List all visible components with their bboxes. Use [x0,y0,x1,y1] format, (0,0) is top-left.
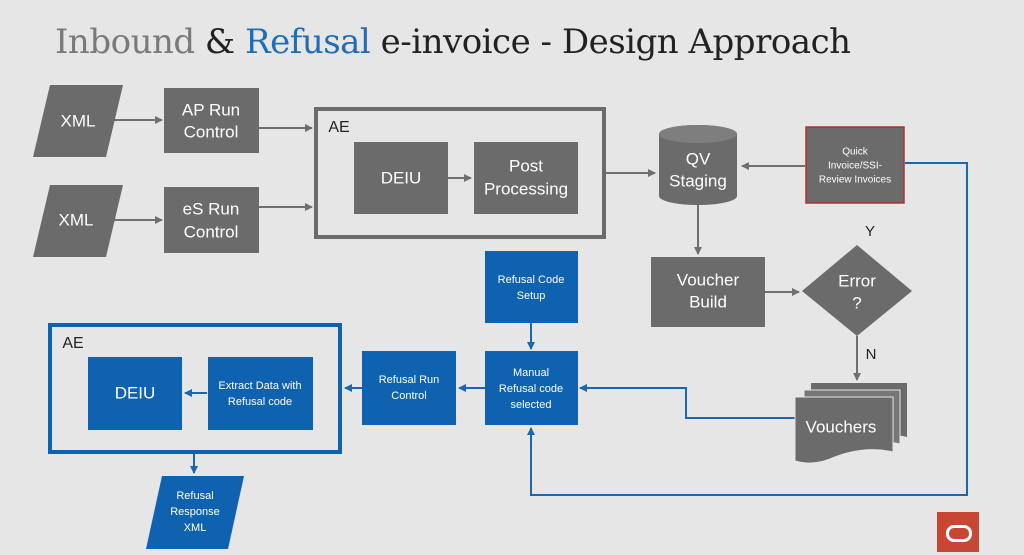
deiu-bottom-box [88,357,182,430]
arrow-vouchers-manual [579,384,795,419]
arrow-quick-loop [527,162,968,496]
ae-bottom-label: AE [62,335,83,352]
refusal-response-xml: Refusal Response XML [146,476,244,549]
post-processing-line1: Post [509,156,543,175]
ae-container-top: AE DEIU Post Processing [314,107,606,239]
extract-data-line2: Refusal code [228,396,292,408]
vouchers-label: Vouchers [806,417,877,436]
ap-run-control-line2: Control [184,122,239,141]
es-run-control: eS Run Control [164,187,259,253]
manual-refusal-line3: selected [511,399,552,411]
refusal-response-line1: Refusal [176,490,213,502]
page-title: Inbound & Refusal e-invoice - Design App… [55,22,851,62]
title-rest: e-invoice - Design Approach [370,22,851,62]
qv-staging-database: QV Staging [659,125,737,205]
manual-refusal-box: Manual Refusal code selected [485,351,578,425]
refusal-run-control-line1: Refusal Run [379,374,440,386]
refusal-code-setup-line1: Refusal Code [498,274,565,286]
qv-staging-line2: Staging [669,171,727,190]
ap-run-control-line1: AP Run [182,100,240,119]
voucher-build-line1: Voucher [677,270,740,289]
refusal-code-setup-line2: Setup [517,290,546,302]
quick-invoice-line1: Quick [842,147,869,158]
manual-refusal-line2: Refusal code [499,383,563,395]
decision-yes-label: Y [865,223,875,240]
xml-input-1-label: XML [61,111,96,130]
quick-invoice-line2: Invoice/SSI- [828,161,882,172]
decision-no-label: N [866,346,877,363]
refusal-run-control-line2: Control [391,390,426,402]
refusal-response-line2: Response [170,506,220,518]
extract-data-box [208,357,313,430]
error-decision: Error ? [802,245,912,336]
es-run-control-line2: Control [184,222,239,241]
quick-invoice-box: Quick Invoice/SSI- Review Invoices [805,126,905,204]
refusal-response-line3: XML [184,522,207,534]
qv-staging-line1: QV [686,149,711,168]
ae-container-bottom: AE DEIU Extract Data with Refusal code [48,323,342,454]
refusal-code-setup-box: Refusal Code Setup [485,251,578,323]
extract-data-line1: Extract Data with [218,380,301,392]
title-amp: & [194,22,246,62]
refusal-run-control-box: Refusal Run Control [362,351,456,425]
xml-input-2-label: XML [59,210,94,229]
manual-refusal-line1: Manual [513,367,549,379]
title-inbound: Inbound [55,22,195,62]
voucher-build-line2: Build [689,292,727,311]
ap-run-control: AP Run Control [164,88,259,153]
vouchers-documents: Vouchers [794,383,907,464]
xml-input-1: XML [33,85,123,157]
quick-invoice-line3: Review Invoices [819,175,891,186]
deiu-top-label: DEIU [381,168,422,187]
deiu-top-box [354,142,448,214]
error-line2: ? [852,293,861,312]
xml-input-2: XML [33,185,123,257]
title-refusal: Refusal [245,22,371,62]
post-processing-line2: Processing [484,179,568,198]
error-line1: Error [838,271,876,290]
oracle-logo-icon [937,512,979,552]
post-processing-box [474,142,578,214]
es-run-control-line1: eS Run [183,199,240,218]
voucher-build-box: Voucher Build [651,257,765,327]
ae-top-label: AE [328,119,349,136]
deiu-bottom-label: DEIU [115,383,156,402]
